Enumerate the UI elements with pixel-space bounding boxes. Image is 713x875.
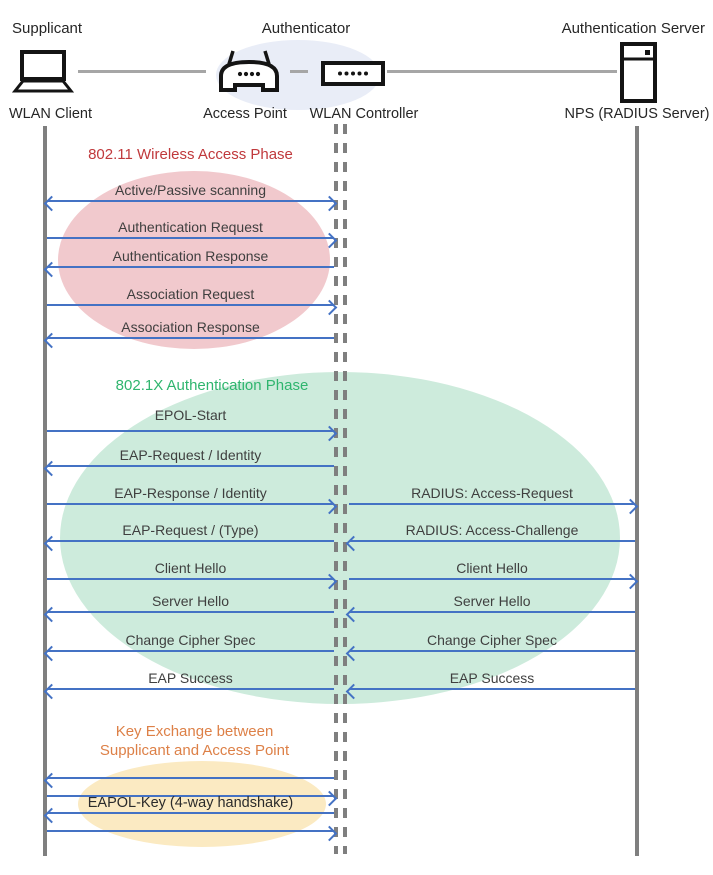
label-wlan-controller: WLAN Controller	[309, 106, 419, 122]
arrow-left-icon	[47, 812, 334, 814]
message-label: Change Cipher Spec	[125, 632, 256, 648]
connector-client-to-ap	[78, 70, 206, 73]
message-label: Association Response	[121, 319, 260, 335]
server-icon	[620, 42, 657, 108]
phase-title-key-exchange-line2: Supplicant and Access Point	[99, 742, 290, 759]
arrow-right-icon	[47, 578, 334, 580]
server-lifeline	[635, 126, 639, 856]
phase-title-key-exchange-line1: Key Exchange between	[115, 723, 274, 740]
arrow-right-icon	[349, 503, 635, 505]
arrow-right-icon	[47, 830, 334, 832]
connector-ap-to-controller	[290, 70, 308, 73]
label-access-point: Access Point	[203, 106, 287, 122]
arrow-right-icon	[47, 237, 334, 239]
authenticator-lifeline-right	[343, 124, 347, 854]
arrow-both-icon	[47, 200, 334, 202]
arrow-right-icon	[47, 430, 334, 432]
arrow-left-icon	[47, 611, 334, 613]
message-label: EAP-Request / Identity	[119, 447, 262, 463]
message-label: Active/Passive scanning	[115, 182, 266, 198]
authenticator-lifeline-left	[334, 124, 338, 854]
message-label: Server Hello	[151, 593, 230, 609]
message-label: Change Cipher Spec	[427, 632, 557, 648]
message-label: Authentication Request	[118, 219, 263, 235]
arrow-right-icon	[349, 578, 635, 580]
message-label: Association Request	[126, 286, 255, 302]
message-label: EPOL-Start	[154, 407, 227, 423]
phase-8021x-ellipse	[60, 372, 620, 704]
arrow-right-icon	[47, 304, 334, 306]
arrow-left-icon	[47, 465, 334, 467]
arrow-left-icon	[47, 540, 334, 542]
phase-title-key-exchange: Key Exchange between Supplicant and Acce…	[47, 722, 342, 760]
message-label: EAP Success	[449, 670, 535, 686]
message-label: Authentication Response	[112, 248, 269, 264]
phase-title-8021x: 802.1X Authentication Phase	[115, 377, 309, 394]
arrow-left-icon	[47, 777, 334, 779]
message-label: EAP-Response / Identity	[114, 485, 267, 501]
message-label: EAP-Request / (Type)	[122, 522, 259, 538]
arrow-left-icon	[47, 266, 334, 268]
arrow-left-icon	[47, 688, 334, 690]
role-supplicant: Supplicant	[12, 20, 83, 37]
role-authentication-server: Authentication Server	[561, 20, 705, 37]
arrow-right-icon	[47, 795, 334, 797]
arrow-left-icon	[349, 650, 635, 652]
wlan-controller-icon	[321, 61, 385, 91]
arrow-left-icon	[47, 337, 334, 339]
arrow-left-icon	[349, 540, 635, 542]
access-point-icon	[217, 50, 281, 97]
label-wlan-client: WLAN Client	[9, 106, 92, 122]
label-nps-radius-server: NPS (RADIUS Server)	[564, 106, 710, 122]
laptop-icon	[11, 50, 75, 99]
arrow-left-icon	[47, 650, 334, 652]
arrow-right-icon	[47, 503, 334, 505]
message-label: Client Hello	[456, 560, 528, 576]
connector-controller-to-server	[387, 70, 617, 73]
message-label: Client Hello	[154, 560, 227, 576]
arrow-left-icon	[349, 611, 635, 613]
message-label: EAP Success	[148, 670, 233, 686]
key-exchange-ellipse	[78, 761, 326, 847]
arrow-left-icon	[349, 688, 635, 690]
phase-title-80211: 802.11 Wireless Access Phase	[88, 146, 293, 163]
supplicant-lifeline	[43, 126, 47, 856]
message-label: RADIUS: Access-Request	[411, 485, 573, 501]
message-label: RADIUS: Access-Challenge	[405, 522, 579, 538]
message-label: Server Hello	[453, 593, 531, 609]
message-eapol-key-handshake: EAPOL-Key (4-way handshake)	[87, 795, 294, 811]
role-authenticator: Authenticator	[261, 20, 351, 37]
